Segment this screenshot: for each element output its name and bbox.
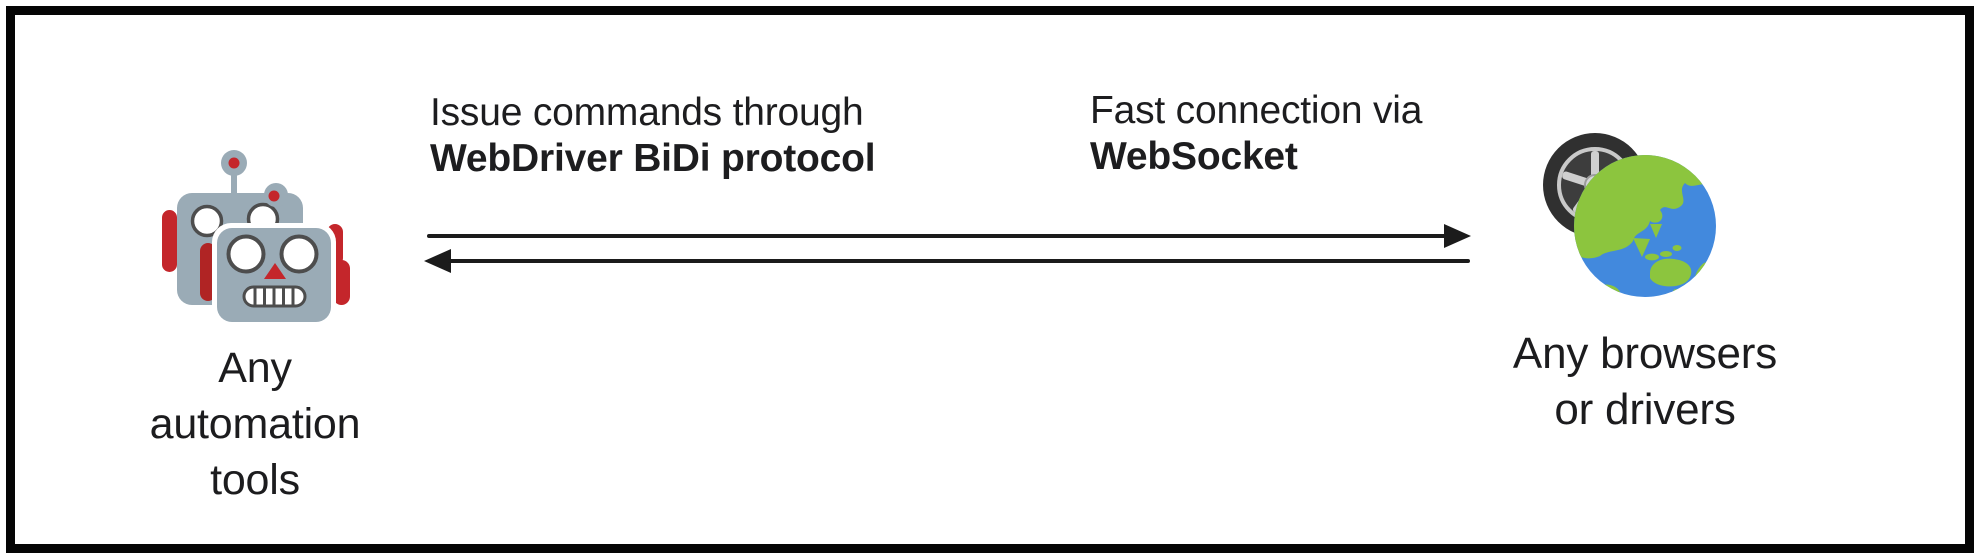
arrow-right-line — [427, 234, 1449, 238]
caption-webdriver-bidi: Issue commands through WebDriver BiDi pr… — [430, 90, 876, 182]
wheel-globe-icon-svg — [1543, 133, 1716, 297]
caption-issue-line1: Issue commands through — [430, 91, 864, 134]
caption-websocket: Fast connection via WebSocket — [1090, 88, 1422, 180]
left-node-label: Any automation tools — [95, 340, 415, 508]
left-label-line: automation — [149, 400, 361, 448]
right-label-line: Any browsers — [1512, 329, 1778, 378]
arrow-left-line — [448, 259, 1470, 263]
wheel-globe-icon — [1538, 120, 1728, 302]
right-node-label: Any browsers or drivers — [1465, 326, 1825, 438]
arrow-right-head-icon — [1444, 224, 1471, 248]
robots-icon — [162, 148, 354, 327]
left-label-line: Any — [218, 344, 292, 392]
right-label-line: or drivers — [1554, 385, 1736, 434]
robots-icon-svg — [162, 150, 350, 327]
caption-issue-line2: WebDriver BiDi protocol — [430, 137, 876, 180]
caption-socket-line2: WebSocket — [1090, 135, 1298, 178]
caption-socket-line1: Fast connection via — [1090, 89, 1423, 132]
arrow-left-head-icon — [424, 249, 451, 273]
left-label-line: tools — [210, 456, 300, 504]
